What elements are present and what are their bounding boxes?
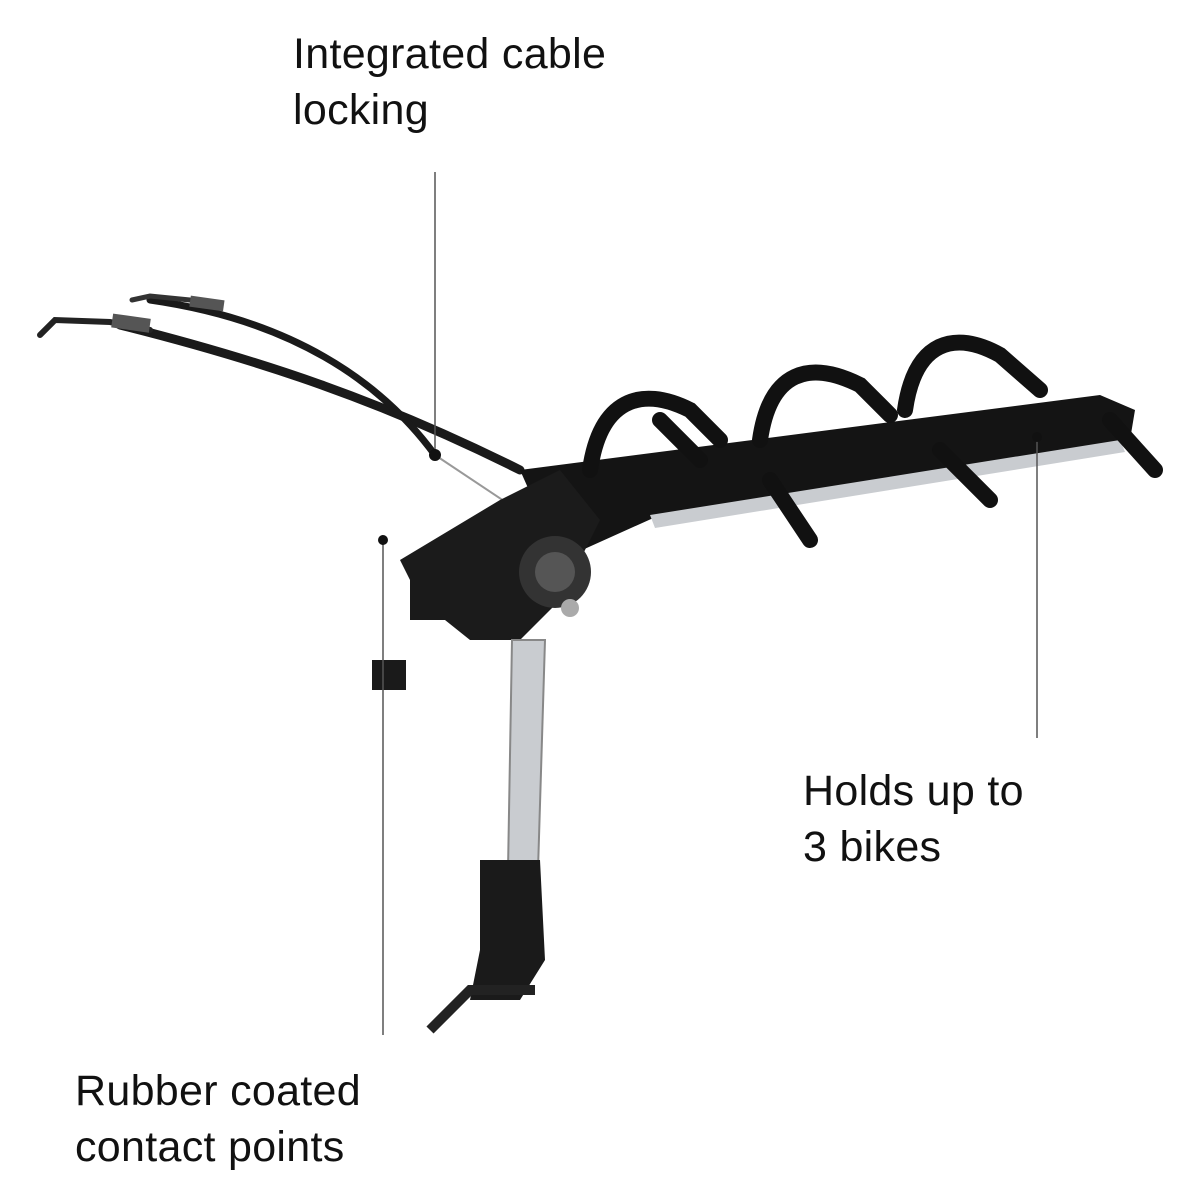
marker-dot-holds (1032, 432, 1042, 442)
annotation-line: Holds up to (803, 767, 1024, 815)
annotation-rubber-coated-contact-points: Rubber coated contact points (75, 1063, 361, 1175)
annotation-holds-up-to-3-bikes: Holds up to 3 bikes (803, 763, 1024, 875)
annotation-line: 3 bikes (803, 823, 942, 871)
wheel-straps (582, 334, 1163, 548)
annotation-line: Integrated cable (293, 30, 607, 78)
annotation-line: contact points (75, 1123, 345, 1171)
leader-lines (382, 172, 1038, 1035)
marker-dot-rubber (378, 535, 388, 545)
annotation-line: Rubber coated (75, 1067, 361, 1115)
support-leg (372, 570, 547, 1034)
annotation-integrated-cable-locking: Integrated cable locking (293, 26, 606, 138)
locking-cables (37, 293, 541, 526)
annotation-line: locking (293, 86, 429, 134)
marker-dot-cable (429, 449, 441, 461)
